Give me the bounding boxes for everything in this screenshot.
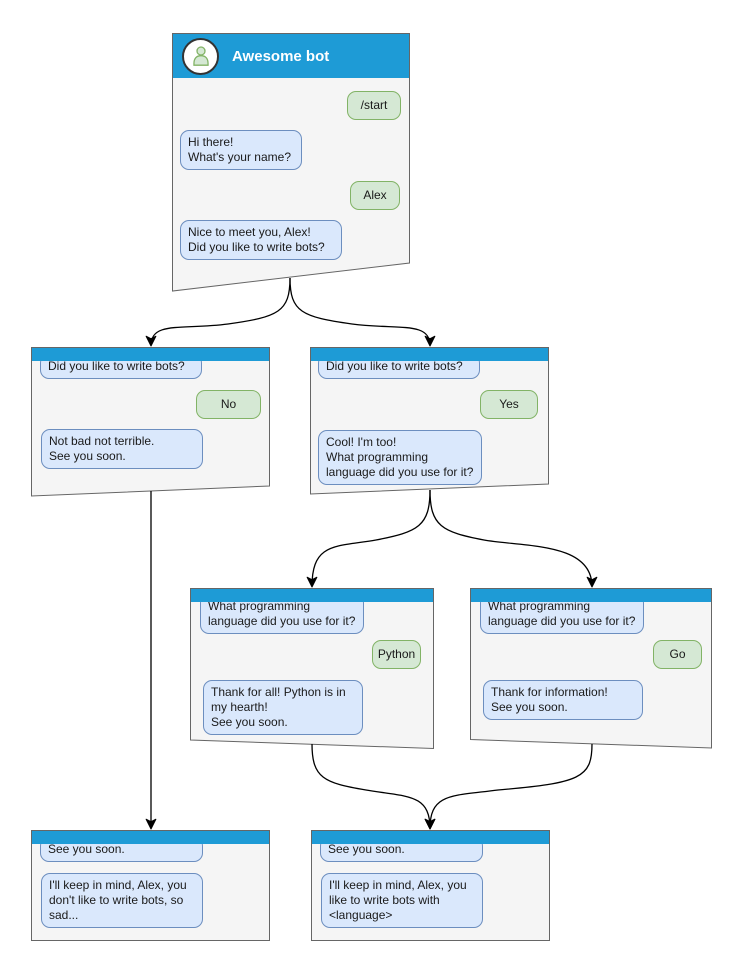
- chat-window-branch-yes: Did you like to write bots? Yes Cool! I'…: [310, 347, 549, 495]
- chat-bubble-bot: Nice to meet you, Alex! Did you like to …: [180, 220, 342, 260]
- chat-bubble-bot: I'll keep in mind, Alex, you don't like …: [41, 873, 203, 928]
- connector-start-to-no: [145, 277, 291, 347]
- window-titlebar: [191, 589, 433, 602]
- window-titlebar: Awesome bot: [173, 34, 409, 78]
- window-titlebar: [32, 831, 269, 844]
- chat-bubble-user: Go: [653, 640, 702, 669]
- chat-window-lang-python: What programming language did you use fo…: [190, 588, 434, 749]
- chat-bubble-bot: Thank for all! Python is in my hearth! S…: [203, 680, 363, 735]
- window-titlebar: [311, 348, 548, 361]
- chat-bubble-bot: Not bad not terrible. See you soon.: [41, 429, 203, 469]
- window-titlebar: [32, 348, 269, 361]
- window-titlebar: [312, 831, 549, 844]
- person-icon: [192, 46, 209, 66]
- chat-window-start: Awesome bot /start Hi there! What's your…: [172, 33, 410, 291]
- chat-bubble-user: Yes: [480, 390, 538, 419]
- chat-bubble-user: No: [196, 390, 261, 419]
- window-title: Awesome bot: [232, 47, 330, 65]
- chat-window-end-yes: See you soon. I'll keep in mind, Alex, y…: [311, 830, 550, 941]
- chat-bubble-user: Python: [372, 640, 421, 669]
- chat-bubble-user: Alex: [350, 181, 400, 210]
- chat-bubble-bot: Hi there! What's your name?: [180, 130, 302, 170]
- connector-go-to-end: [424, 743, 593, 830]
- chat-window-lang-go: What programming language did you use fo…: [470, 588, 712, 748]
- chat-bubble-bot: Thank for information! See you soon.: [483, 680, 643, 720]
- chat-bubble-bot: Cool! I'm too! What programming language…: [318, 430, 482, 485]
- bot-avatar: [182, 37, 219, 75]
- connector-yes-to-python: [306, 489, 431, 588]
- connectors: [145, 277, 598, 830]
- connector-start-to-yes: [289, 277, 436, 347]
- window-titlebar: [471, 589, 711, 602]
- chat-bubble-bot: I'll keep in mind, Alex, you like to wri…: [321, 873, 483, 928]
- connector-python-to-end: [311, 743, 436, 830]
- chat-window-branch-no: Did you like to write bots? No Not bad n…: [31, 347, 270, 497]
- chat-window-end-no: See you soon. I'll keep in mind, Alex, y…: [31, 830, 270, 941]
- chat-bubble-user: /start: [347, 91, 401, 120]
- connector-yes-to-go: [429, 489, 598, 588]
